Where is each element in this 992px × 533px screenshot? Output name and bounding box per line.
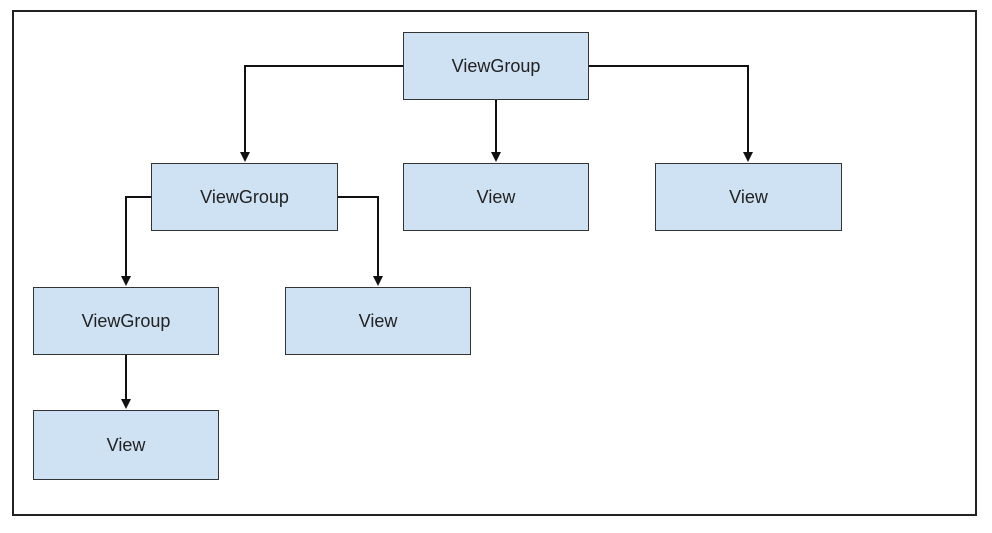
node-view-bottom: View xyxy=(33,410,219,480)
node-label: View xyxy=(106,434,146,455)
edge-viewgroup-left-to-view-lower xyxy=(338,196,383,286)
node-label: View xyxy=(729,186,768,207)
edge-root-to-viewgroup-left xyxy=(240,65,403,162)
node-label: ViewGroup xyxy=(451,55,541,76)
node-viewgroup-left: ViewGroup xyxy=(151,163,338,231)
node-view-right: View xyxy=(655,163,842,231)
node-label: View xyxy=(358,310,398,331)
node-view-middle: View xyxy=(403,163,589,231)
node-label: ViewGroup xyxy=(81,310,171,331)
node-viewgroup-root: ViewGroup xyxy=(403,32,589,100)
node-view-lower: View xyxy=(285,287,471,355)
edge-viewgroup-left-to-viewgroup-lower xyxy=(121,196,151,286)
node-label: View xyxy=(476,186,516,207)
edge-root-to-view-right xyxy=(589,65,753,162)
node-viewgroup-lower: ViewGroup xyxy=(33,287,219,355)
node-label: ViewGroup xyxy=(200,186,289,207)
